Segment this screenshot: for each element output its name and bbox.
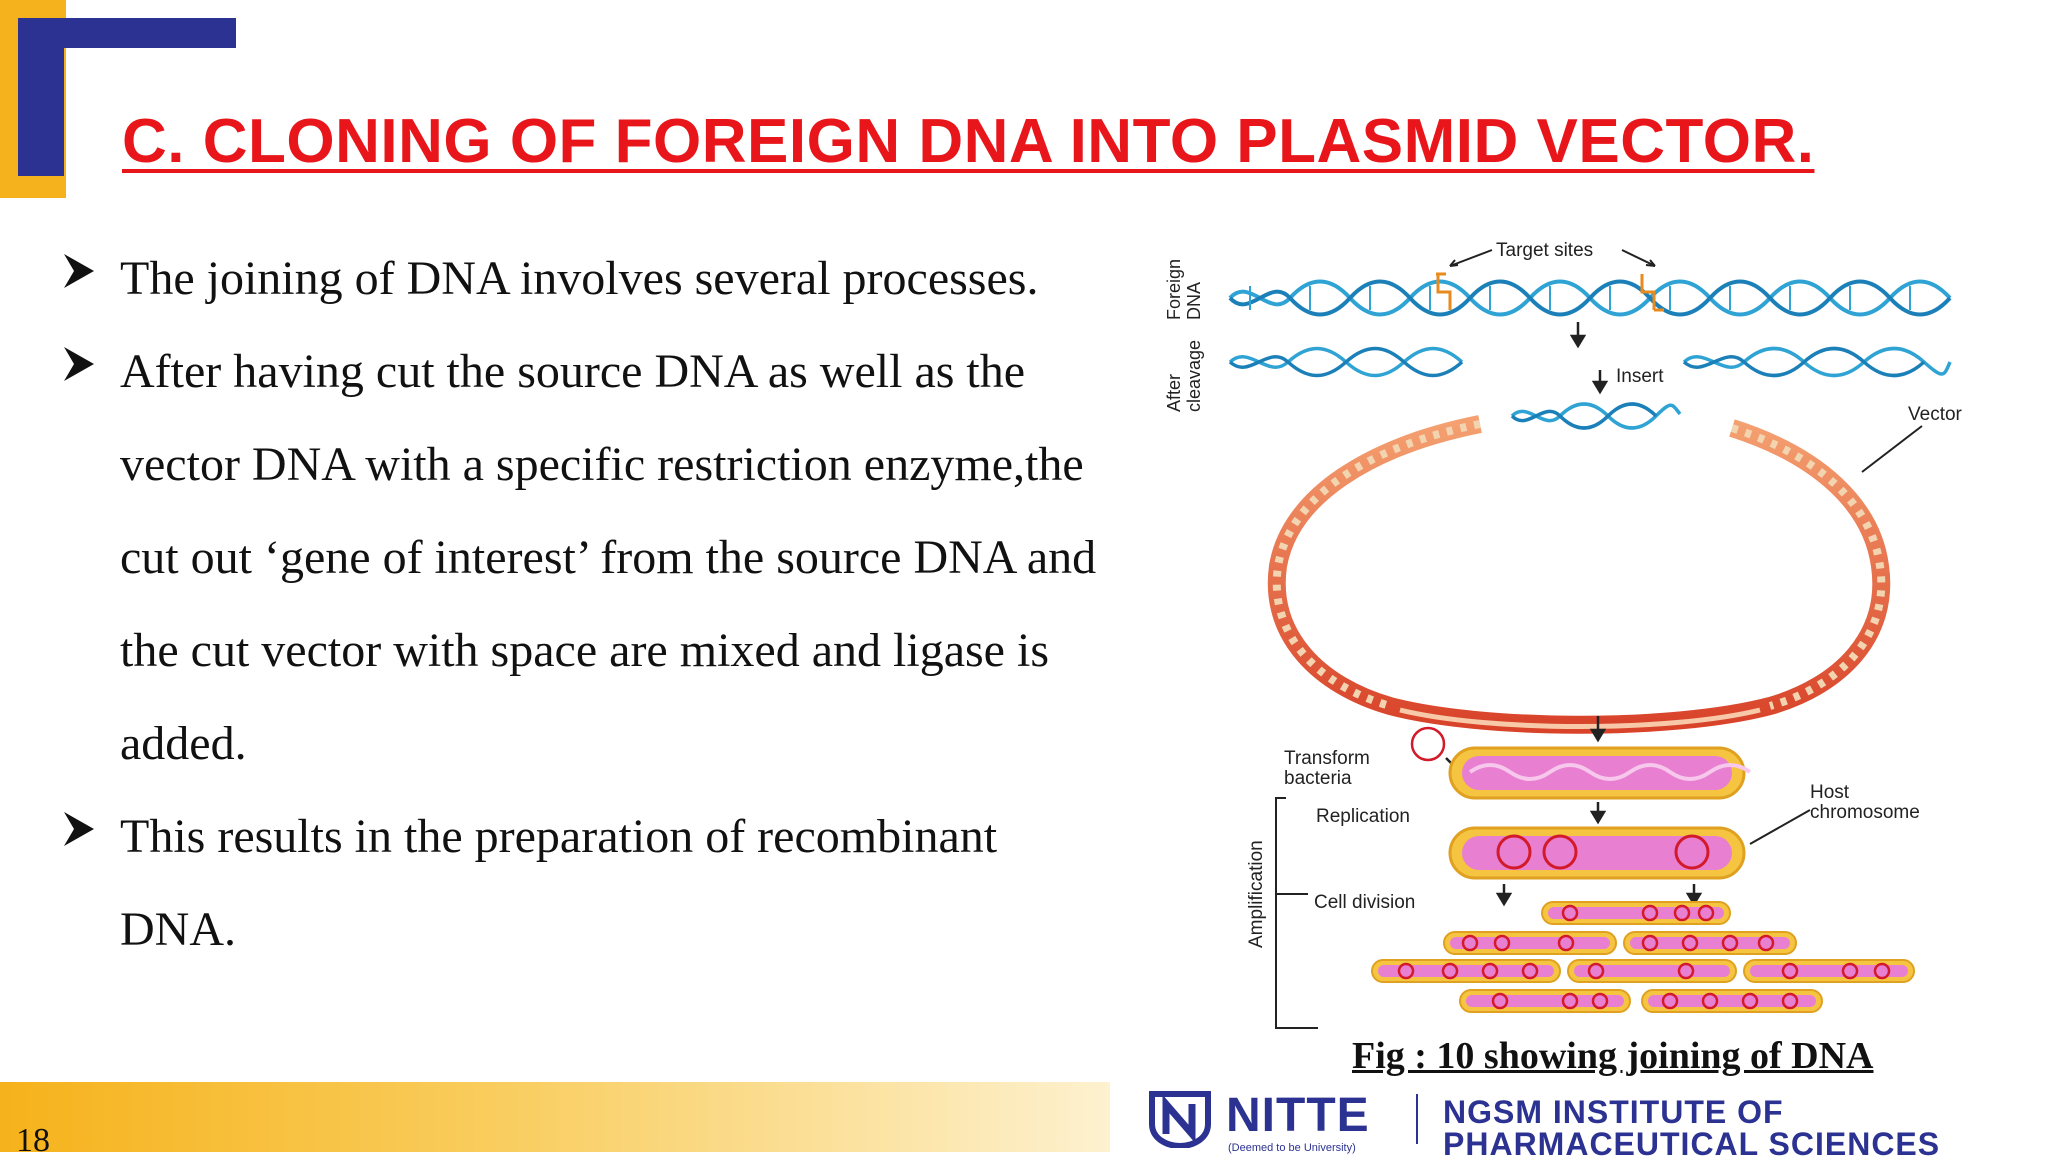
arrow-bullet-icon — [64, 254, 94, 288]
label-host: Host — [1810, 782, 1850, 803]
label-vector: Vector — [1908, 404, 1963, 425]
brand-subtitle: (Deemed to be University) — [1228, 1142, 1356, 1154]
bullet-item: The joining of DNA involves several proc… — [62, 232, 1122, 325]
amplification-bracket — [1275, 797, 1318, 1029]
label-replication: Replication — [1316, 806, 1410, 827]
cleaved-dna-helix — [1228, 346, 1952, 378]
arrow-down-icon — [1591, 370, 1609, 395]
label-cleavage: cleavage — [1184, 340, 1204, 412]
label-insert: Insert — [1616, 366, 1664, 387]
label-chromosome: chromosome — [1810, 802, 1920, 823]
logo-divider — [1416, 1094, 1418, 1144]
institute-line-1: NGSM INSTITUTE OF — [1443, 1094, 1784, 1130]
label-cell-division: Cell division — [1314, 892, 1415, 913]
corner-accent-blue-horizontal — [18, 18, 236, 48]
dividing-bacteria — [1371, 901, 1915, 1013]
institute-line-2: PHARMACEUTICAL SCIENCES — [1443, 1126, 1941, 1162]
arrow-down-icon — [1495, 884, 1703, 907]
arrow-down-icon — [1569, 322, 1587, 349]
figure-caption: Fig : 10 showing joining of DNA — [1352, 1035, 1874, 1077]
arrow-bullet-icon — [64, 812, 94, 846]
target-site-arrows — [1449, 249, 1656, 267]
plasmid-vector-ring — [1267, 415, 1891, 734]
insert-dna-helix — [1510, 402, 1682, 430]
label-dna: DNA — [1184, 282, 1204, 320]
label-amplification: Amplification — [1246, 840, 1267, 948]
foreign-dna-helix — [1228, 272, 1952, 317]
arrow-bullet-icon — [64, 347, 94, 381]
bullet-text: After having cut the source DNA as well … — [120, 345, 1097, 770]
transformed-bacterium — [1448, 746, 1752, 800]
arrow-down-icon — [1589, 802, 1607, 825]
footer-band — [0, 1082, 1110, 1152]
host-pointer-line — [1749, 809, 1811, 845]
nitte-emblem-icon — [1149, 1091, 1211, 1148]
label-transform: Transform — [1284, 748, 1370, 769]
institute-name: NGSM INSTITUTE OF PHARMACEUTICAL SCIENCE… — [1443, 1096, 1940, 1160]
label-foreign: Foreign — [1164, 259, 1184, 320]
label-after: After — [1164, 374, 1184, 412]
plasmid-circle — [1410, 726, 1446, 762]
replicating-bacterium — [1448, 826, 1746, 880]
institution-logo: NITTE (Deemed to be University) NGSM INS… — [1138, 1086, 2028, 1160]
bullet-item: After having cut the source DNA as well … — [62, 325, 1122, 790]
bullet-text: The joining of DNA involves several proc… — [120, 252, 1039, 305]
arrow-down-icon — [1589, 716, 1607, 743]
brand-name: NITTE — [1226, 1089, 1370, 1142]
page-number: 18 — [16, 1122, 50, 1159]
dna-cloning-diagram: Target sites Foreign DNA After cleavage … — [1164, 240, 1963, 1029]
bullet-item: This results in the preparation of recom… — [62, 790, 1122, 976]
bullet-text: This results in the preparation of recom… — [120, 810, 998, 956]
vector-pointer-line — [1861, 425, 1923, 473]
bullet-list: The joining of DNA involves several proc… — [62, 232, 1122, 976]
label-bacteria: bacteria — [1284, 768, 1352, 789]
label-target-sites: Target sites — [1496, 240, 1593, 261]
slide-title: C. CLONING OF FOREIGN DNA INTO PLASMID V… — [122, 107, 1815, 176]
